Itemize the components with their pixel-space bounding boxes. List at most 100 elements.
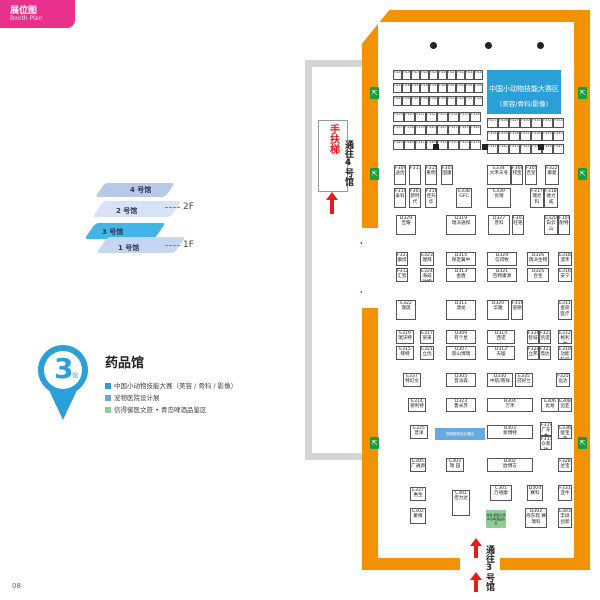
small-booth[interactable]: F442 [448,125,459,135]
small-booth[interactable]: F445 [393,96,402,106]
small-booth[interactable]: F440 [426,125,437,135]
small-booth[interactable]: F439 [415,125,426,135]
small-booth[interactable]: F429 [393,112,404,122]
booth-f311[interactable]: F311众和达 [540,436,552,450]
small-booth[interactable]: F450 [438,96,447,106]
booth-f319[interactable]: F319广东本 [540,422,552,436]
small-booth[interactable]: F439 [429,83,438,93]
booth-e336[interactable]: E336能宝兽 [558,425,572,439]
small-booth[interactable]: F442 [456,83,465,93]
small-booth[interactable]: F439 [542,131,553,141]
small-booth[interactable]: F436 [470,112,481,122]
small-booth[interactable]: F437 [520,131,531,141]
small-booth[interactable]: F436 [509,131,520,141]
small-booth[interactable]: F427 [487,118,498,128]
booth-e310[interactable]: E310功能科技 [558,346,572,360]
small-booth[interactable]: F443 [459,125,470,135]
small-booth[interactable]: F426 [402,70,411,80]
small-booth[interactable]: F447 [411,96,420,106]
small-booth[interactable]: F431 [531,118,542,128]
small-booth[interactable]: F435 [459,112,470,122]
small-booth[interactable]: F447 [553,144,564,154]
small-booth[interactable]: F425 [459,140,470,150]
small-booth[interactable]: F434 [487,131,498,141]
small-booth[interactable]: F441 [437,125,448,135]
small-booth[interactable]: F433 [465,70,474,80]
small-booth[interactable]: F434 [474,70,483,80]
small-booth[interactable]: F446 [402,96,411,106]
small-booth[interactable]: F433 [553,118,564,128]
small-booth[interactable]: F446 [404,140,415,150]
small-booth[interactable]: F426 [470,140,481,150]
small-booth[interactable]: F428 [420,70,429,80]
small-booth[interactable]: F432 [542,118,553,128]
small-booth[interactable]: F440 [438,83,447,93]
small-booth[interactable]: F430 [404,112,415,122]
design-expo-area[interactable]: 宠物医院设计展区 [435,428,485,440]
small-booth[interactable]: F425 [447,96,456,106]
small-booth[interactable]: F440 [553,131,564,141]
booth-f313[interactable]: F313 [409,165,421,185]
small-booth[interactable]: F438 [531,131,542,141]
small-booth[interactable]: F431 [415,112,426,122]
contest-area[interactable]: 中国小动物技能大赛区 (美容/骨科/影像) [487,70,561,114]
small-booth[interactable]: F448 [420,96,429,106]
small-booth[interactable]: F437 [411,83,420,93]
small-booth[interactable]: F438 [420,83,429,93]
small-booth[interactable]: F438 [404,125,415,135]
small-booth[interactable]: F434 [448,112,459,122]
small-booth[interactable]: F431 [447,70,456,80]
small-booth[interactable]: F429 [509,118,520,128]
small-booth[interactable]: F435 [498,131,509,141]
booth-e324[interactable]: E324海威动物 [420,268,434,282]
booth-e312[interactable]: E312格利尔 [558,330,572,344]
small-booth[interactable]: F445 [393,140,404,150]
small-booth[interactable]: F429 [429,70,438,80]
